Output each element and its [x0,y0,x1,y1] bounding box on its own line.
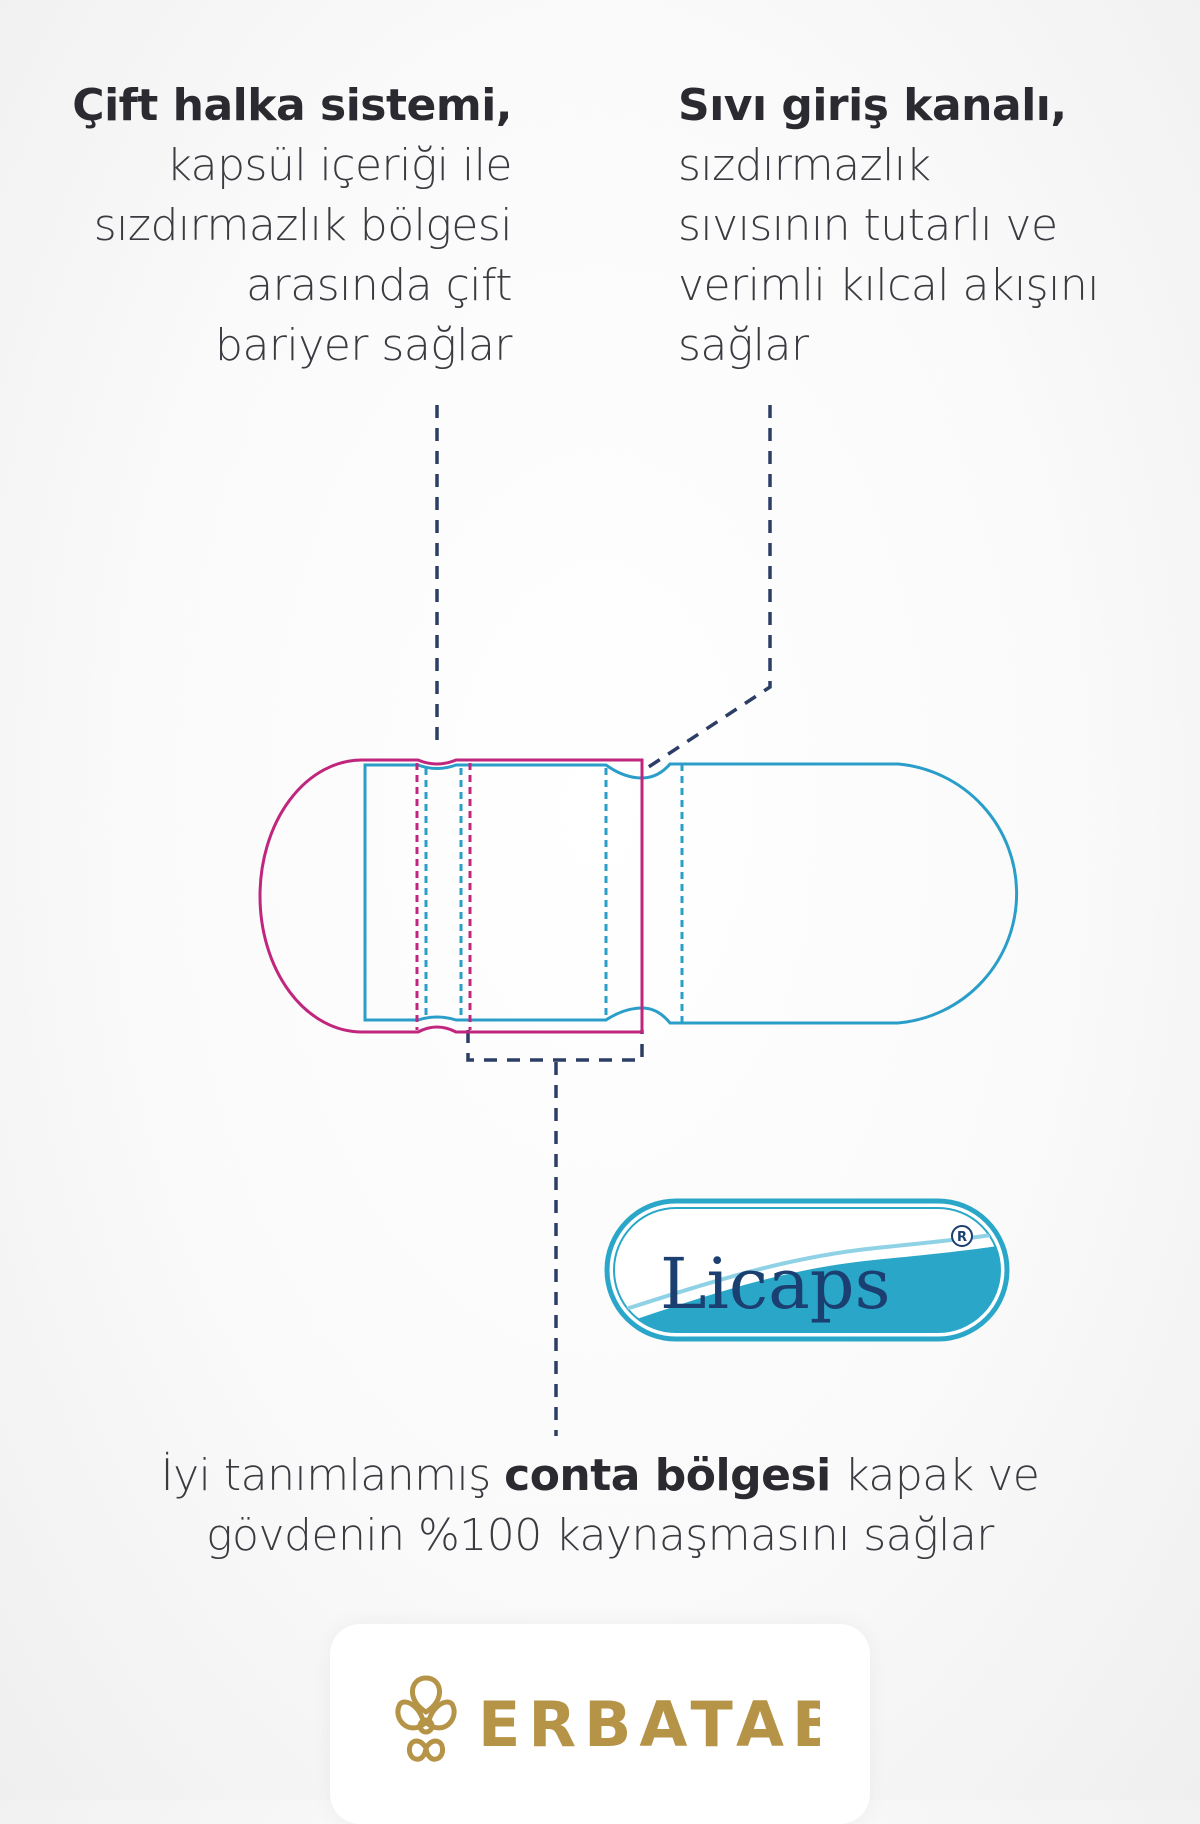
callout-bottom-text: İyi tanımlanmış [160,1450,505,1501]
seal-zone-bracket [466,1030,644,1062]
capsule-body [363,762,1019,1025]
capsule-cap-dashed-rings [415,763,472,1030]
erbatab-logo: ERBATAB [395,1675,820,1762]
callout-bottom-highlight: conta bölgesi [504,1450,831,1501]
licaps-wave [614,1244,1000,1332]
callout-right-title: Sıvı giriş kanalı, [678,80,1067,131]
callout-right-line: sağlar [678,320,809,371]
licaps-wordmark: Licaps [660,1243,891,1325]
callout-seal-zone: İyi tanımlanmış conta bölgesi kapak ve g… [130,1446,1070,1566]
capsule-cap-outline [258,758,644,1034]
callout-liquid-inlet-channel: Sıvı giriş kanalı, sızdırmazlık sıvısını… [678,76,1178,376]
callout-bottom-line-1: İyi tanımlanmış conta bölgesi kapak ve [130,1446,1070,1506]
callout-right-line: sıvısının tutarlı ve [678,200,1058,251]
flower-icon [395,1675,457,1762]
erbatab-wordmark: ERBATAB [478,1688,820,1761]
callout-right-line: sızdırmazlık [678,140,931,191]
callout-left-line: kapsül içeriği ile [166,140,512,191]
callout-double-ring-system: Çift halka sistemi, kapsül içeriği ile s… [32,76,512,376]
callout-left-line: arasında çift [246,260,512,311]
callout-left-title: Çift halka sistemi, [72,80,512,131]
callout-left-line: sızdırmazlık bölgesi [93,200,513,251]
licaps-logo: Licaps R [604,1198,1010,1342]
callout-right-line: verimli kılcal akışını [678,260,1099,311]
capsule-body-outline [363,762,1019,1025]
capsule-body-dashed-rings [424,764,684,1023]
registered-mark-icon [951,1225,973,1247]
callout-bottom-line-2: gövdenin %100 kaynaşmasını sağlar [206,1510,994,1561]
callout-left-line: bariyer sağlar [215,320,512,371]
leader-lines [435,405,772,1436]
registered-mark-letter: R [957,1230,967,1245]
capsule-cap [258,758,644,1034]
callout-bottom-text: kapak ve [830,1450,1040,1501]
leader-line-right [643,405,772,772]
